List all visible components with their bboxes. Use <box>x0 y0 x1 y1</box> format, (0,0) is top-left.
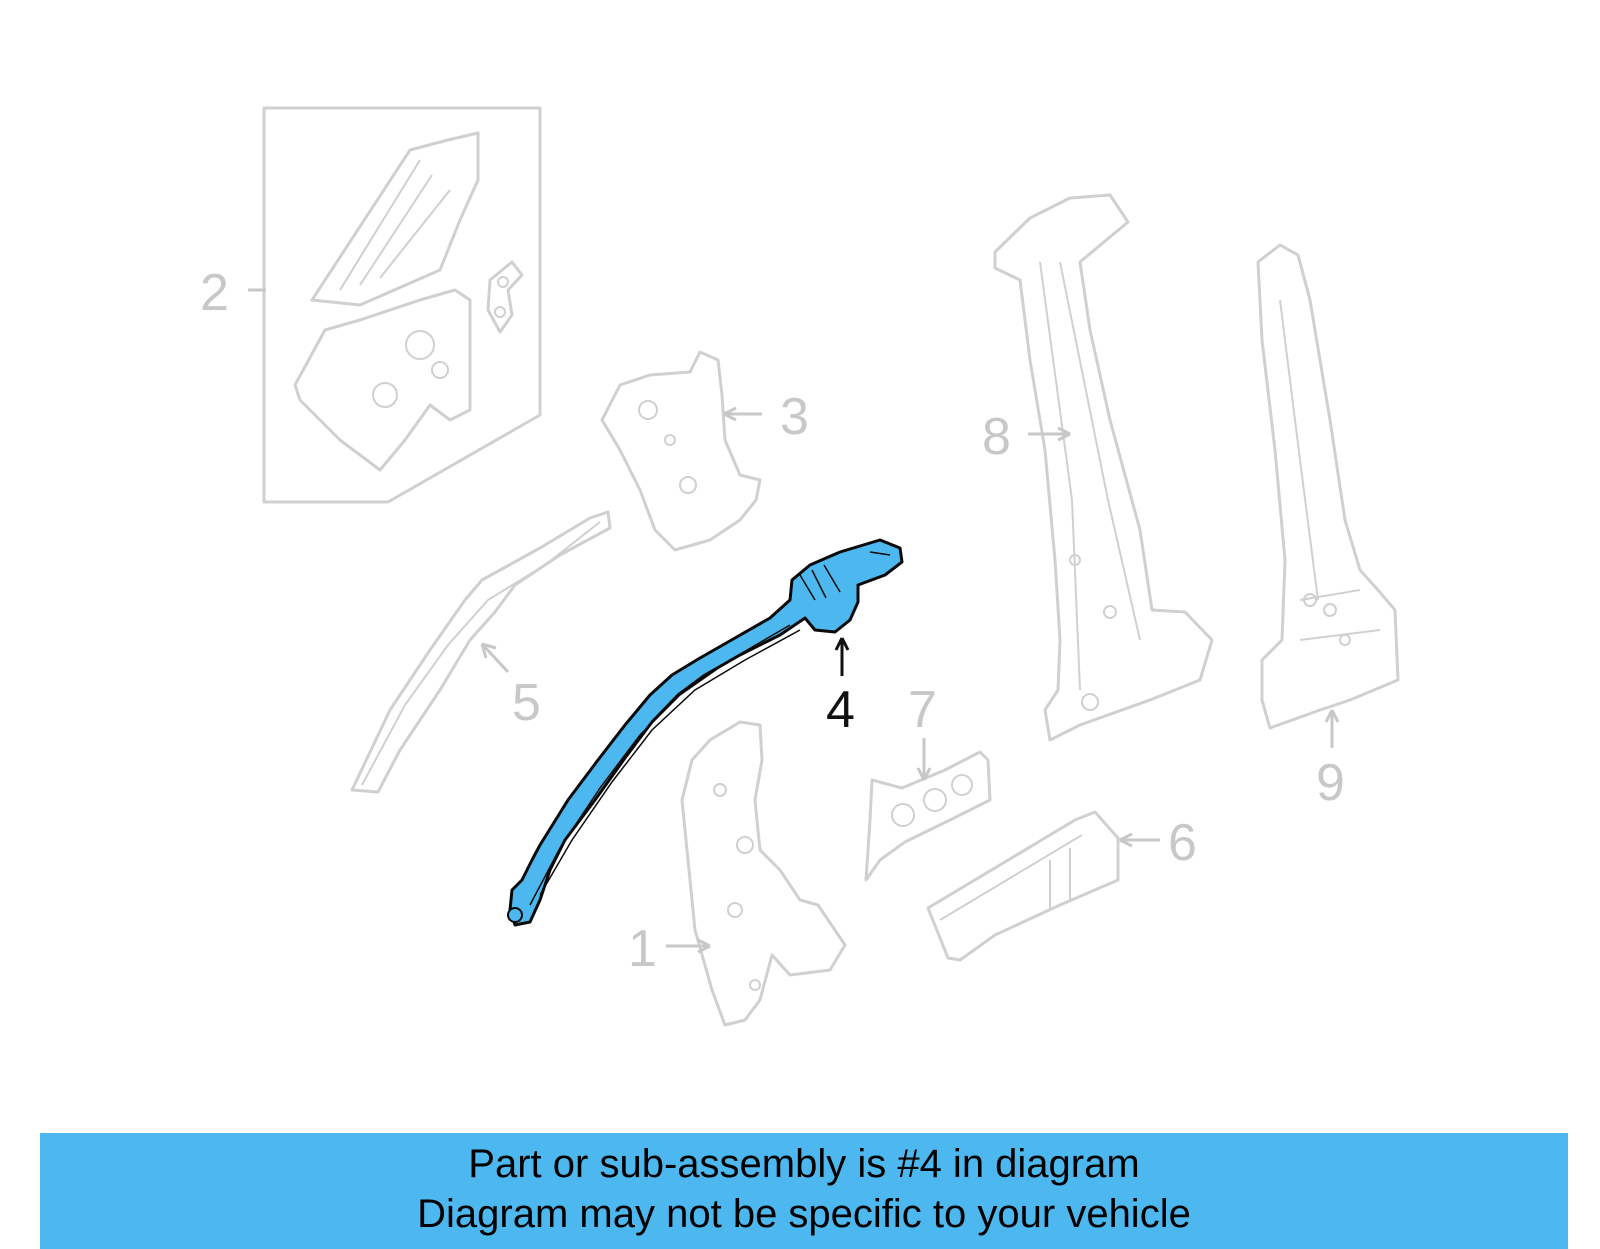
part-1: 1 <box>628 720 847 1027</box>
callout-9: 9 <box>1316 754 1345 812</box>
part-2-group: 2 <box>200 106 542 504</box>
callout-2: 2 <box>200 264 229 322</box>
callout-6: 6 <box>1168 814 1197 872</box>
part-8: 8 <box>982 193 1214 742</box>
part-5: 5 <box>350 510 612 794</box>
banner-line-1: Part or sub-assembly is #4 in diagram <box>468 1142 1140 1186</box>
part-9: 9 <box>1256 243 1400 812</box>
part-7: 7 <box>864 681 992 882</box>
part-6: 6 <box>926 810 1197 962</box>
callout-3: 3 <box>780 388 809 446</box>
callout-4: 4 <box>826 681 855 739</box>
part-4-highlighted: 4 <box>507 538 904 927</box>
callout-1: 1 <box>628 920 657 978</box>
callout-7: 7 <box>908 681 937 739</box>
info-banner: Part or sub-assembly is #4 in diagram Di… <box>40 1133 1568 1249</box>
callout-5: 5 <box>512 674 541 732</box>
part-3: 3 <box>600 350 809 552</box>
parts-diagram: 2 3 5 1 7 <box>200 106 1400 1027</box>
callout-8: 8 <box>982 408 1011 466</box>
banner-line-2: Diagram may not be specific to your vehi… <box>417 1192 1191 1236</box>
